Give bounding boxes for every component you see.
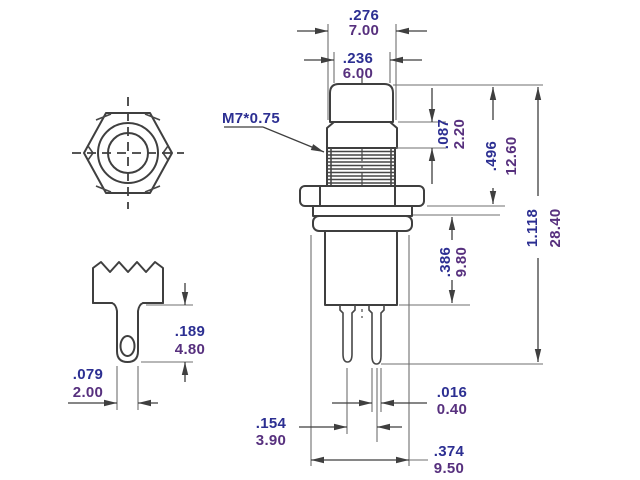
dim-bushing-width-inch: .276 [349,7,379,24]
dim-cap-height-mm: 2.20 [451,119,468,149]
dim-terminal-length-inch: .189 [175,323,205,340]
dimension-labels: M7*0.75 .276 7.00 .236 6.00 .087 2.20 .4… [73,7,564,477]
dim-terminal-length-mm: 4.80 [175,341,205,358]
dim-upper-length-mm: 12.60 [503,136,520,175]
terminal-pin-right [368,305,385,365]
main-side-view [299,76,425,365]
dim-pin-spacing-inch: .154 [256,415,287,432]
hex-nut-side [299,185,425,207]
dim-cap-width-mm: 6.00 [343,65,373,82]
dim-bushing-width-mm: 7.00 [349,22,379,39]
dim-overall-length-inch: 1.118 [524,209,541,247]
dim-body-length-inch: .386 [437,247,454,277]
dim-body-length-mm: 9.80 [453,247,470,277]
dim-upper-length-inch: .496 [483,141,500,171]
threaded-bushing [326,147,396,187]
dim-terminal-width-inch: .079 [73,366,103,383]
dim-bezel-width-inch: .374 [434,443,465,460]
terminal-hole [119,335,136,357]
washer-stack [312,205,413,232]
dim-terminal-width-mm: 2.00 [73,384,103,401]
dim-bezel-width-mm: 9.50 [434,460,464,477]
thread-callout-label: M7*0.75 [222,110,280,127]
dim-cap-height-inch: .087 [435,119,452,149]
terminal-detail-view [68,261,193,410]
dim-pin-spacing-mm: 3.90 [256,432,286,449]
bushing-collar [326,121,398,149]
terminal-pin-left [339,305,356,363]
dim-cap-width-inch: .236 [343,50,373,67]
front-view-hex-nut [72,97,184,209]
dim-pin-thickness-inch: .016 [437,384,467,401]
dimension-annotations [224,24,543,466]
button-cap [329,83,394,123]
switch-body [324,230,398,306]
dim-pin-thickness-mm: 0.40 [437,401,467,418]
dim-overall-length-mm: 28.40 [547,208,564,247]
